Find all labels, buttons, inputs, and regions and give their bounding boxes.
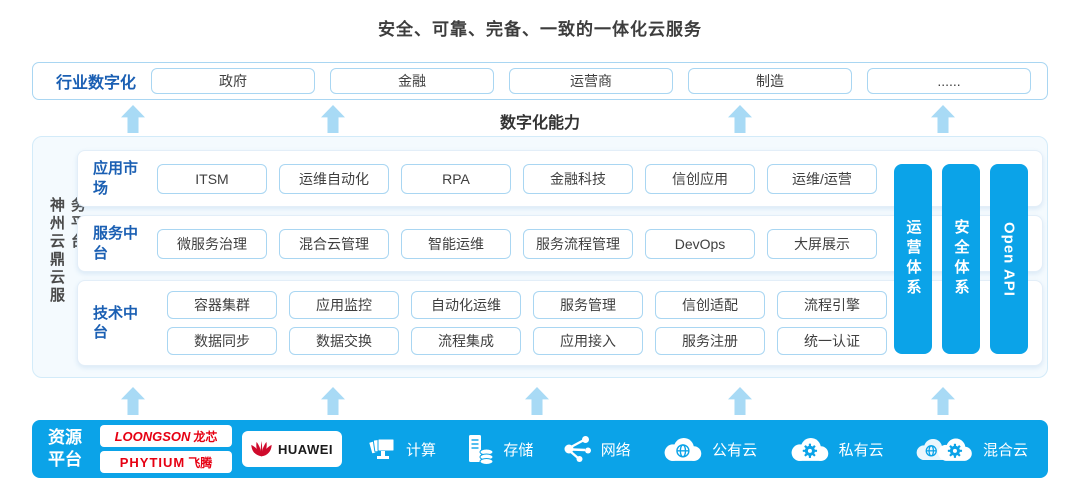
tech-platform-label: 技术中台	[93, 304, 139, 342]
box-process-integration: 流程集成	[411, 327, 521, 355]
box-auto-ops: 自动化运维	[411, 291, 521, 319]
box-container-cluster: 容器集群	[167, 291, 277, 319]
box-service-process-mgmt: 服务流程管理	[523, 228, 633, 259]
industry-box-more: ......	[867, 68, 1031, 94]
tech-platform-row: 技术中台 容器集群 应用监控 自动化运维 服务管理 信创适配 流程引擎 数据同步…	[77, 280, 1043, 366]
up-arrow-icon	[931, 387, 955, 415]
resource-item-storage: 存储	[465, 434, 533, 464]
box-data-exchange: 数据交换	[289, 327, 399, 355]
network-icon	[564, 436, 591, 462]
phytium-wordmark: PHYTIUM	[119, 454, 186, 470]
industry-bar: 行业数字化 政府 金融 运营商 制造 ......	[32, 62, 1048, 100]
up-arrow-icon	[321, 387, 345, 415]
up-arrow-icon	[728, 105, 752, 133]
up-arrow-icon	[728, 387, 752, 415]
loongson-logo: LOONGSON 龙芯	[100, 425, 232, 447]
industry-box-operator: 运营商	[509, 68, 673, 94]
cpu-vendor-column: LOONGSON 龙芯 PHYTIUM 飞腾	[100, 425, 232, 473]
box-ops-operation: 运维/运营	[767, 163, 877, 194]
box-aiops: 智能运维	[401, 228, 511, 259]
box-hybrid-cloud-mgmt: 混合云管理	[279, 228, 389, 259]
box-xinchuang-app: 信创应用	[645, 163, 755, 194]
service-platform-row: 服务中台 微服务治理 混合云管理 智能运维 服务流程管理 DevOps 大屏展示	[77, 215, 1043, 272]
resource-item-public-cloud: 公有云	[660, 435, 757, 463]
industry-box-finance: 金融	[330, 68, 494, 94]
resource-item-network: 网络	[563, 434, 631, 464]
pillar-security-label: 安全体系	[952, 219, 970, 299]
digital-capability-label: 数字化能力	[499, 115, 580, 132]
loongson-wordmark: LOONGSON	[114, 428, 191, 444]
box-service-mgmt: 服务管理	[533, 291, 643, 319]
box-itsm: ITSM	[157, 163, 267, 194]
tech-platform-items: 容器集群 应用监控 自动化运维 服务管理 信创适配 流程引擎 数据同步 数据交换…	[157, 291, 887, 355]
box-ops-automation: 运维自动化	[279, 163, 389, 194]
resource-item-label: 计算	[406, 441, 437, 459]
box-unified-auth: 统一认证	[777, 327, 887, 355]
up-arrow-icon	[931, 105, 955, 133]
service-platform-items: 微服务治理 混合云管理 智能运维 服务流程管理 DevOps 大屏展示	[157, 228, 877, 259]
tech-items-bottom: 数据同步 数据交换 流程集成 应用接入 服务注册 统一认证	[167, 327, 887, 355]
industry-box-government: 政府	[151, 68, 315, 94]
hybrid-cloud-icon	[916, 438, 972, 461]
resource-items: 计算 存储	[368, 434, 1032, 464]
page-title: 安全、可靠、完备、一致的一体化云服务	[378, 20, 702, 39]
resource-item-hybrid-cloud: 混合云	[913, 435, 1028, 463]
private-cloud-icon	[791, 438, 828, 461]
pillar-open-api-label: Open API	[1000, 221, 1018, 297]
box-microservice-gov: 微服务治理	[157, 228, 267, 259]
resource-item-label: 存储	[503, 441, 534, 459]
app-market-label: 应用市场	[93, 160, 139, 197]
pillar-security-system: 安全体系	[942, 164, 980, 354]
tech-items-top: 容器集群 应用监控 自动化运维 服务管理 信创适配 流程引擎	[167, 291, 887, 319]
resource-platform-bar: 资源平台 LOONGSON 龙芯 PHYTIUM 飞腾 HU	[32, 420, 1048, 478]
pillar-open-api: Open API	[990, 164, 1028, 354]
pillar-operation-label: 运营体系	[904, 219, 922, 299]
storage-icon	[469, 435, 494, 464]
service-platform-label: 服务中台	[93, 225, 139, 262]
box-devops: DevOps	[645, 228, 755, 259]
industry-boxes: 政府 金融 运营商 制造 ......	[147, 68, 1035, 94]
huawei-flower-icon	[251, 440, 272, 456]
pillar-operation-system: 运营体系	[894, 164, 932, 354]
box-process-engine: 流程引擎	[777, 291, 887, 319]
app-market-items: ITSM 运维自动化 RPA 金融科技 信创应用 运维/运营	[157, 163, 877, 194]
up-arrow-icon	[525, 387, 549, 415]
huawei-wordmark: HUAWEI	[278, 441, 333, 457]
huawei-logo: HUAWEI	[242, 431, 342, 467]
up-arrow-icon	[121, 105, 145, 133]
up-arrow-icon	[121, 387, 145, 415]
box-data-sync: 数据同步	[167, 327, 277, 355]
resource-item-label: 混合云	[982, 441, 1028, 459]
resource-item-label: 私有云	[838, 441, 884, 459]
resource-item-label: 网络	[600, 441, 631, 459]
box-rpa: RPA	[401, 163, 511, 194]
box-fintech: 金融科技	[523, 163, 633, 194]
resource-item-compute: 计算	[368, 434, 436, 464]
app-market-row: 应用市场 ITSM 运维自动化 RPA 金融科技 信创应用 运维/运营	[77, 150, 1043, 207]
box-app-monitoring: 应用监控	[289, 291, 399, 319]
resource-platform-label: 资源平台	[48, 427, 82, 469]
up-arrow-icon	[321, 105, 345, 133]
resource-item-label: 公有云	[712, 441, 758, 459]
box-service-registry: 服务注册	[655, 327, 765, 355]
public-cloud-icon	[664, 438, 702, 461]
box-app-access: 应用接入	[533, 327, 643, 355]
arrows-to-platform	[0, 386, 1080, 416]
industry-label: 行业数字化	[55, 75, 136, 92]
industry-box-manufacturing: 制造	[688, 68, 852, 94]
box-big-screen: 大屏展示	[767, 228, 877, 259]
compute-icon	[368, 437, 395, 459]
phytium-logo: PHYTIUM 飞腾	[100, 451, 232, 473]
digital-capability-row: 数字化能力	[0, 104, 1080, 134]
box-xinchuang-adapt: 信创适配	[655, 291, 765, 319]
phytium-cn-label: 飞腾	[188, 455, 213, 470]
cloud-platform-panel: 神州云鼎云服务平台 应用市场 ITSM 运维自动化 RPA 金融科技 信创应用 …	[32, 136, 1048, 378]
resource-item-private-cloud: 私有云	[787, 435, 884, 463]
loongson-cn-label: 龙芯	[193, 429, 218, 444]
